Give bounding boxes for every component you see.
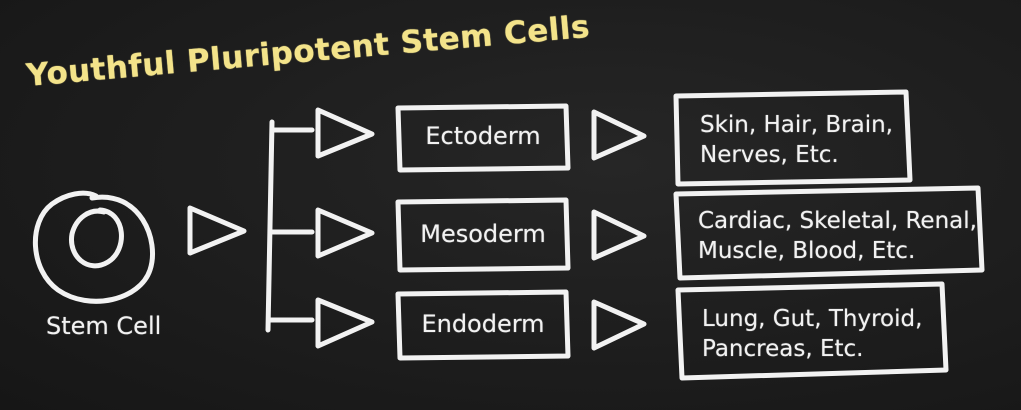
mesoderm-outcome-box (673, 185, 985, 281)
arrow-endoderm-out (591, 299, 647, 351)
stem-cell-label: Stem Cell (46, 312, 162, 340)
arrow-to-endoderm (315, 297, 375, 349)
endoderm-outcome-line-2: Pancreas, Etc. (702, 336, 864, 362)
arrow-mesoderm-out (591, 209, 647, 261)
mesoderm-outcome-line-1: Cardiac, Skeletal, Renal, (698, 208, 977, 234)
ectoderm-outcome: Skin, Hair, Brain, Nerves, Etc. (700, 110, 893, 170)
arrow-to-ectoderm (315, 107, 375, 159)
stem-cell-icon (32, 190, 156, 304)
arrow-ectoderm-out (591, 109, 647, 161)
mesoderm-outcome-line-2: Muscle, Blood, Etc. (698, 238, 916, 264)
mesoderm-label: Mesoderm (420, 220, 546, 248)
arrow-to-mesoderm (315, 207, 375, 259)
ectoderm-outcome-line-1: Skin, Hair, Brain, (700, 112, 893, 138)
endoderm-outcome-box (675, 281, 949, 381)
ectoderm-outcome-line-2: Nerves, Etc. (700, 142, 839, 168)
mesoderm-outcome: Cardiac, Skeletal, Renal, Muscle, Blood,… (698, 206, 977, 266)
ectoderm-box (395, 103, 571, 173)
endoderm-outcome: Lung, Gut, Thyroid, Pancreas, Etc. (702, 304, 922, 364)
ectoderm-outcome-box (673, 89, 913, 187)
arrow-cell-to-branch (187, 205, 247, 256)
ectoderm-label: Ectoderm (425, 122, 541, 150)
mesoderm-box (395, 197, 571, 273)
endoderm-box (395, 289, 571, 361)
endoderm-outcome-line-1: Lung, Gut, Thyroid, (702, 306, 923, 332)
branch-bracket (265, 119, 315, 333)
endoderm-label: Endoderm (421, 310, 545, 338)
